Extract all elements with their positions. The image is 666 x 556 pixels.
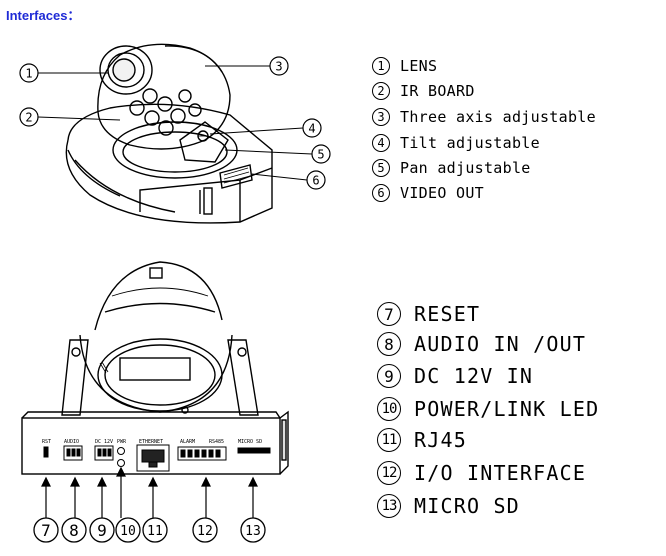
legend-label: DC 12V IN <box>414 364 534 388</box>
svg-text:RS485: RS485 <box>209 439 224 445</box>
panel-labels: RST AUDIO DC 12V PWR ETHERNET ALARM RS48… <box>42 439 262 445</box>
callout-3: 3 <box>269 56 289 76</box>
legend-number: 10 <box>377 397 401 421</box>
bottom-pointer-arrows <box>41 466 258 518</box>
svg-text:1: 1 <box>25 67 32 81</box>
power-led <box>117 447 125 455</box>
legend-number: 8 <box>377 332 401 356</box>
legend-number: 12 <box>377 461 401 485</box>
callout-8: 8 <box>61 517 87 543</box>
bottom-callouts: 7 8 9 10 11 12 13 <box>33 517 266 543</box>
svg-text:ALARM: ALARM <box>180 439 195 445</box>
legend-item-io: 12 I/O INTERFACE <box>377 461 586 485</box>
legend-item-dc: 9 DC 12V IN <box>377 364 533 388</box>
callout-1: 1 <box>19 63 39 83</box>
reset-button <box>43 446 49 458</box>
legend-item-audio: 8 AUDIO IN /OUT <box>377 332 586 356</box>
svg-text:ETHERNET: ETHERNET <box>139 439 163 445</box>
callout-6: 6 <box>306 170 326 190</box>
legend-label: Tilt adjustable <box>400 134 540 152</box>
dome-camera-drawing <box>65 43 273 224</box>
callout-4: 4 <box>302 118 322 138</box>
legend-label: Three axis adjustable <box>400 108 596 126</box>
legend-item-rj45: 11 RJ45 <box>377 428 467 452</box>
callout-10: 10 <box>115 517 141 543</box>
svg-text:6: 6 <box>312 174 319 188</box>
microsd-slot <box>237 447 271 454</box>
svg-text:11: 11 <box>147 524 163 539</box>
legend-number: 2 <box>372 82 390 100</box>
interface-panel <box>43 444 271 472</box>
svg-text:10: 10 <box>120 524 136 539</box>
legend-label: RJ45 <box>414 428 467 452</box>
legend-item-tilt: 4 Tilt adjustable <box>372 134 540 152</box>
legend-label: RESET <box>414 302 481 326</box>
legend-number: 1 <box>372 57 390 75</box>
ir-led-ring <box>129 88 202 136</box>
legend-number: 4 <box>372 134 390 152</box>
legend-number: 3 <box>372 108 390 126</box>
callout-5: 5 <box>311 144 331 164</box>
legend-number: 9 <box>377 364 401 388</box>
lens <box>99 45 153 95</box>
link-led <box>117 459 125 467</box>
legend-number: 13 <box>377 494 401 518</box>
callout-12: 12 <box>192 517 218 543</box>
top-callouts: 1 2 3 4 5 6 <box>19 56 331 190</box>
legend-label: IR BOARD <box>400 82 475 100</box>
legend-item-microsd: 13 MICRO SD <box>377 494 520 518</box>
legend-label: I/O INTERFACE <box>414 461 587 485</box>
legend-label: VIDEO OUT <box>400 184 484 202</box>
top-leader-lines <box>37 65 313 181</box>
legend-item-reset: 7 RESET <box>377 302 480 326</box>
legend-number: 11 <box>377 428 401 452</box>
svg-text:8: 8 <box>69 521 79 540</box>
legend-item-lens: 1 LENS <box>372 57 437 75</box>
svg-text:AUDIO: AUDIO <box>64 439 79 445</box>
legend-item-power-led: 10 POWER/LINK LED <box>377 397 599 421</box>
legend-item-three-axis: 3 Three axis adjustable <box>372 108 596 126</box>
callout-13: 13 <box>240 517 266 543</box>
legend-label: POWER/LINK LED <box>414 397 600 421</box>
svg-text:PWR: PWR <box>117 439 127 445</box>
svg-text:13: 13 <box>245 524 261 539</box>
legend-label: LENS <box>400 57 438 75</box>
svg-text:7: 7 <box>41 521 51 540</box>
legend-item-pan: 5 Pan adjustable <box>372 159 531 177</box>
section-title: Interfaces： <box>6 8 81 23</box>
legend-number: 6 <box>372 184 390 202</box>
svg-text:DC 12V: DC 12V <box>95 439 113 445</box>
callout-9: 9 <box>89 517 115 543</box>
svg-text:RST: RST <box>42 439 51 445</box>
legend-item-video-out: 6 VIDEO OUT <box>372 184 484 202</box>
legend-label: MICRO SD <box>414 494 520 518</box>
svg-text:9: 9 <box>97 521 107 540</box>
legend-item-ir-board: 2 IR BOARD <box>372 82 475 100</box>
callout-7: 7 <box>33 517 59 543</box>
callout-11: 11 <box>142 517 168 543</box>
svg-text:5: 5 <box>317 148 324 162</box>
svg-text:12: 12 <box>197 524 213 539</box>
legend-label: Pan adjustable <box>400 159 531 177</box>
legend-number: 5 <box>372 159 390 177</box>
callout-2: 2 <box>19 107 39 127</box>
legend-number: 7 <box>377 302 401 326</box>
svg-text:MICRO SD: MICRO SD <box>238 439 262 445</box>
svg-text:2: 2 <box>25 111 32 125</box>
svg-text:4: 4 <box>308 122 315 136</box>
legend-label: AUDIO IN /OUT <box>414 332 587 356</box>
svg-text:3: 3 <box>275 60 282 74</box>
